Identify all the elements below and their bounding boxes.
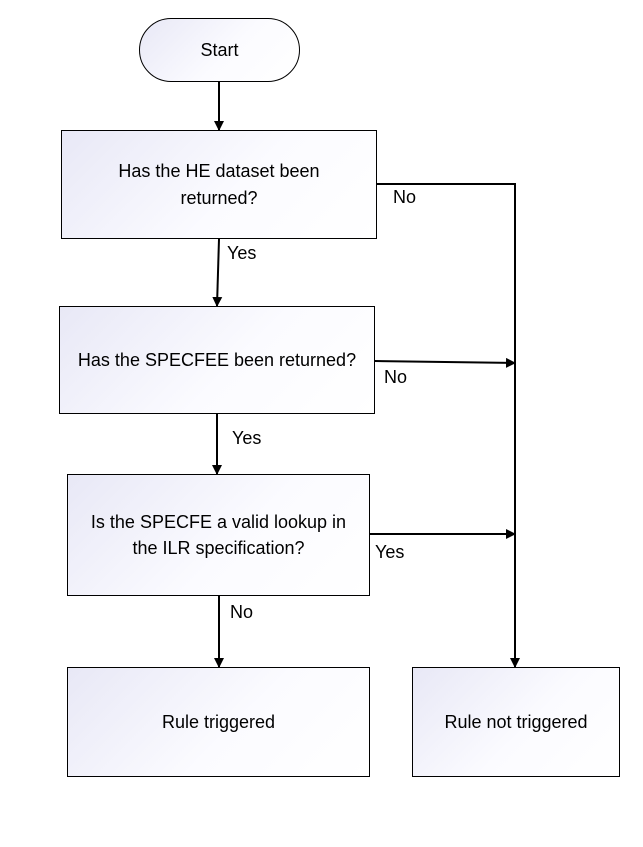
edge-label-q1-no: No [393, 187, 417, 207]
start-node: Start [139, 18, 300, 82]
edge-label-q1-yes: Yes [227, 243, 257, 263]
outcome-rule-not-triggered-label: Rule not triggered [444, 711, 588, 732]
decision-specfe-valid-lookup: Is the SPECFE a valid lookup in the ILR … [67, 474, 370, 596]
decision-specfe-valid-label: Is the SPECFE a valid lookup in the ILR … [90, 511, 347, 558]
decision-he-dataset-label: Has the HE dataset been returned? [118, 161, 320, 208]
outcome-rule-not-triggered: Rule not triggered [412, 667, 620, 777]
decision-he-dataset-returned: Has the HE dataset been returned? [61, 130, 377, 239]
start-label: Start [200, 39, 239, 60]
outcome-rule-triggered: Rule triggered [67, 667, 370, 777]
decision-specfee-returned: Has the SPECFEE been returned? [59, 306, 375, 414]
arrow-q1-no [377, 183, 520, 668]
decision-specfee-label: Has the SPECFEE been returned? [77, 349, 357, 370]
edge-label-q3-yes: Yes [375, 542, 405, 562]
arrow-q1-yes [212, 238, 223, 307]
edge-label-q2-no: No [384, 367, 408, 387]
arrow-q2-no [374, 357, 516, 368]
edge-label-q3-no: No [230, 602, 254, 622]
outcome-rule-triggered-label: Rule triggered [161, 711, 276, 732]
edge-label-q2-yes: Yes [232, 428, 262, 448]
